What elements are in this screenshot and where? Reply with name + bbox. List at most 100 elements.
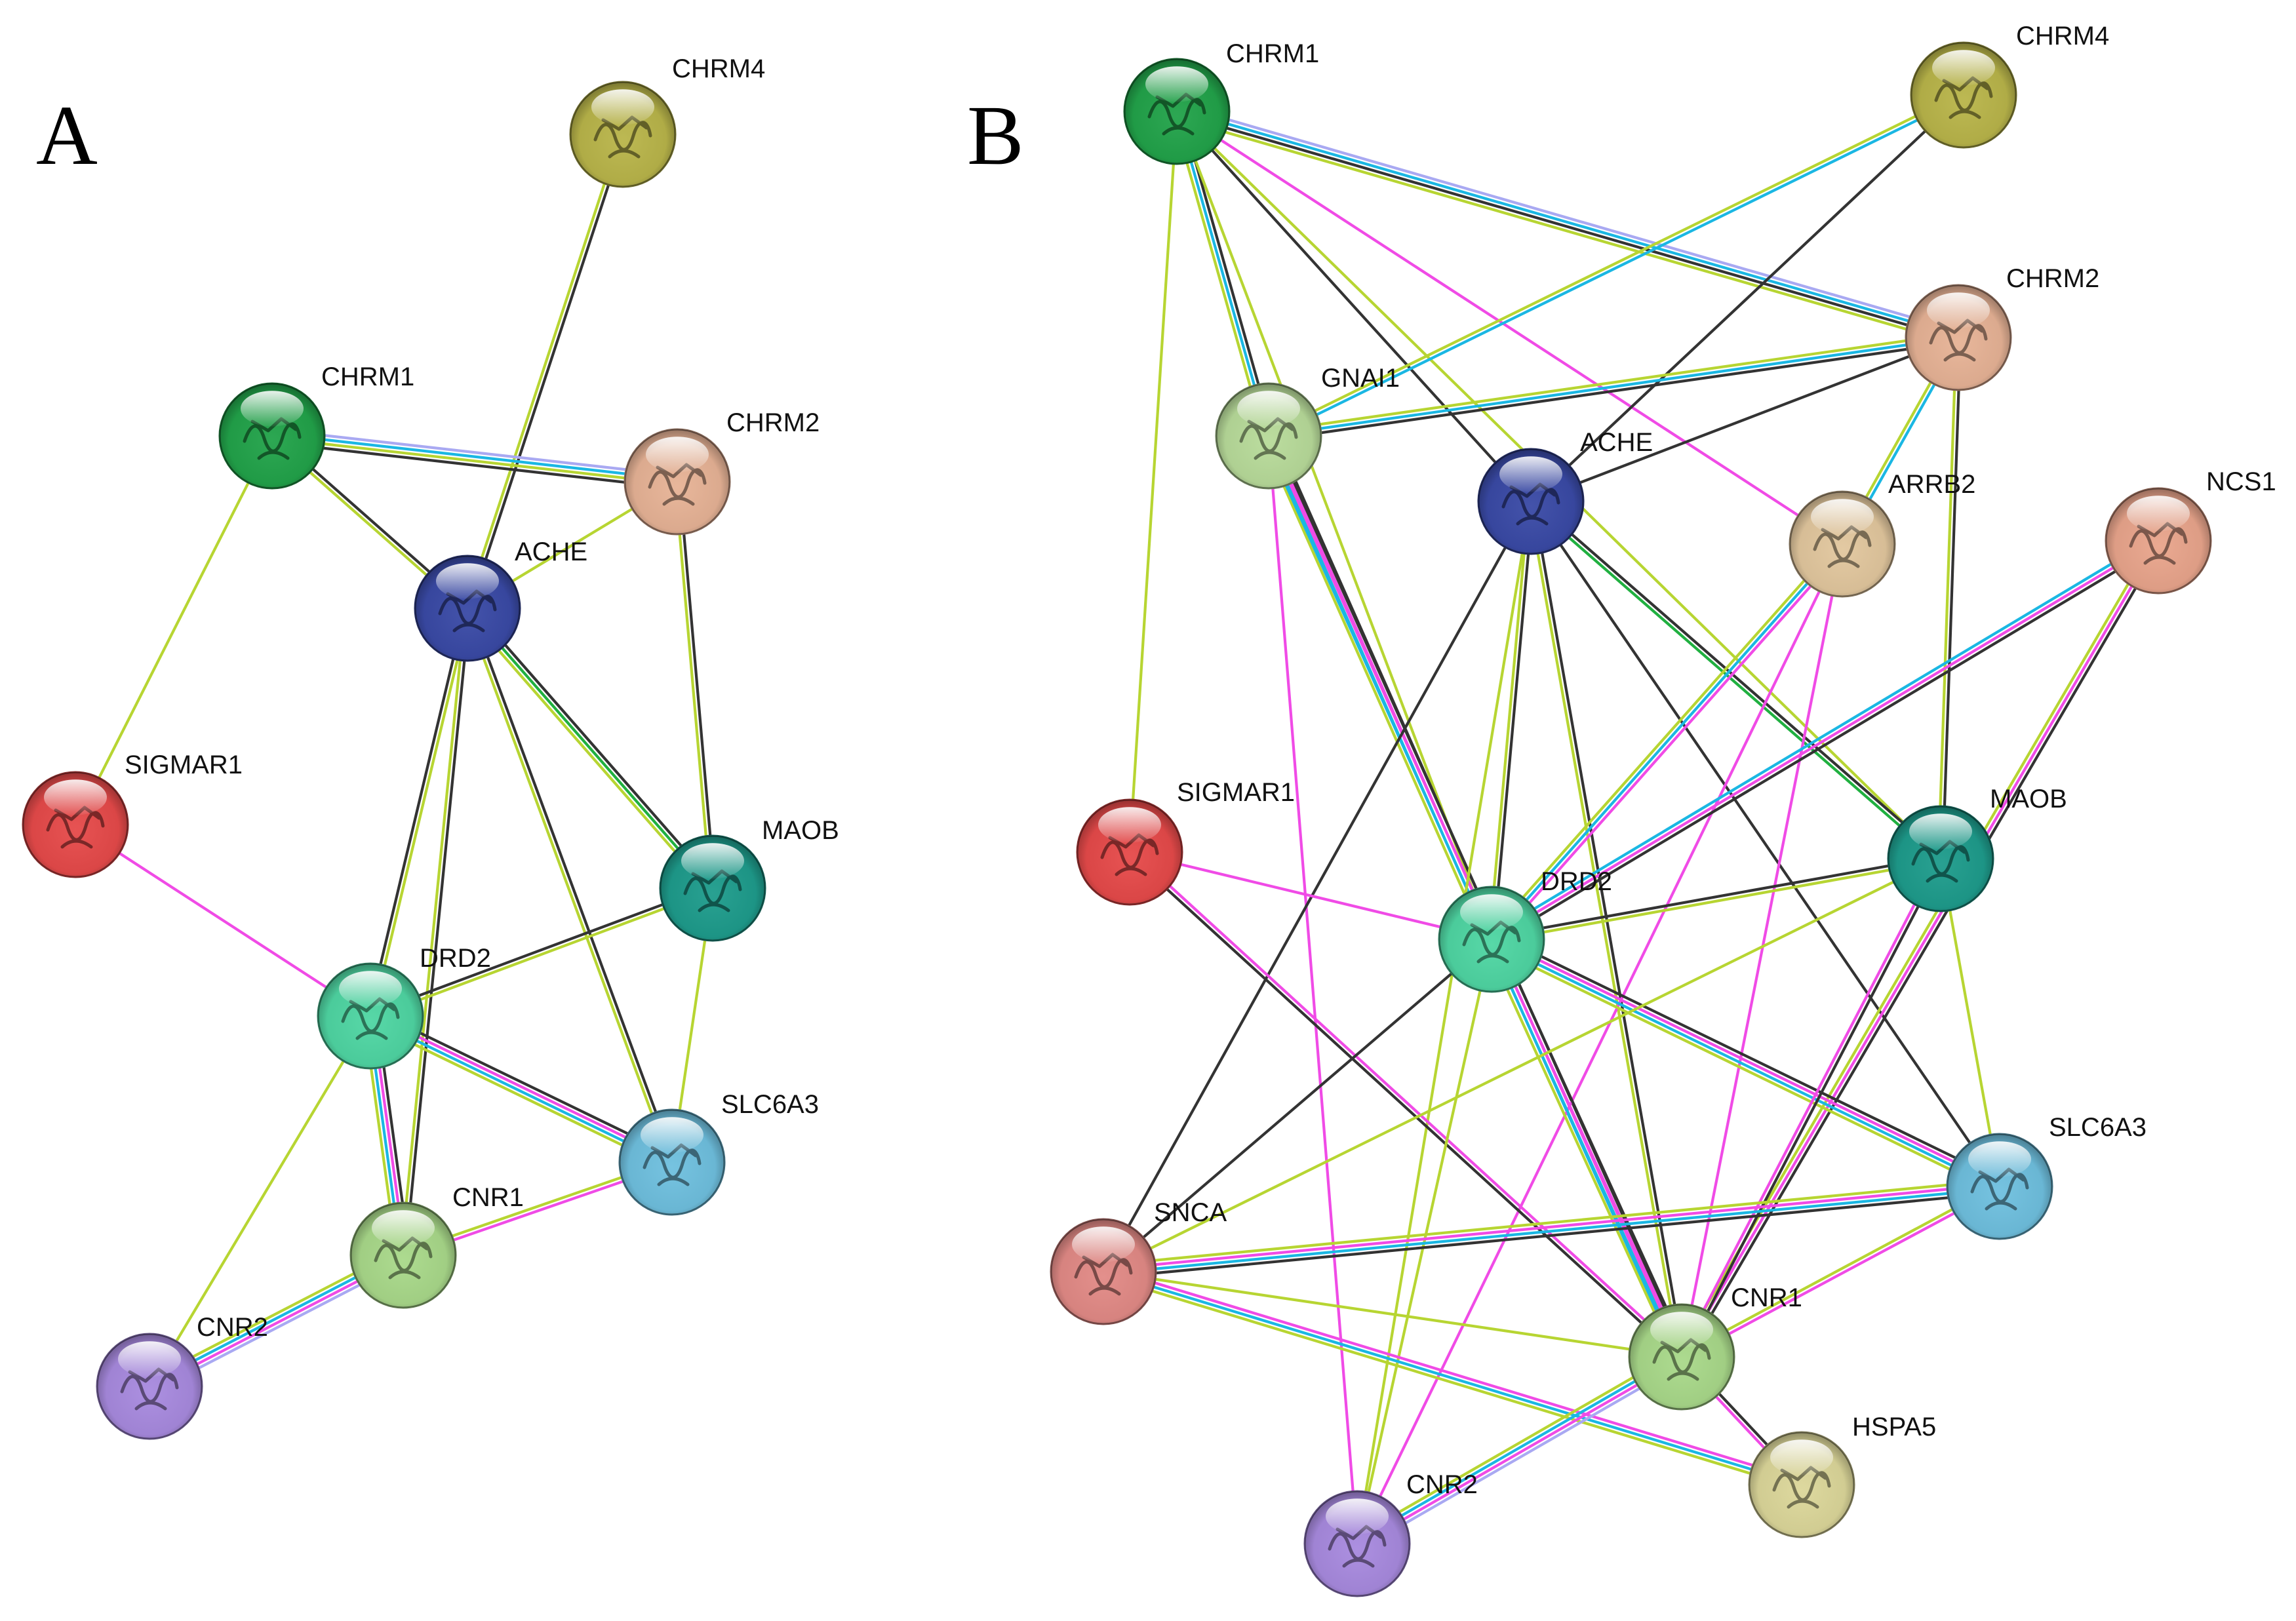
edge-evidence-black [1492, 501, 1535, 940]
node-sigmar1[interactable]: SIGMAR1 [22, 751, 243, 878]
edge-evidence-black [404, 608, 471, 1256]
edge-slc6a3-cnr1 [1680, 1183, 2002, 1360]
edge-chrm1-chrm2 [1174, 104, 1961, 345]
edge-maob-snca [1103, 857, 1941, 1273]
edge-evidence-magenta [370, 1013, 674, 1162]
node-drd2[interactable]: DRD2 [1438, 867, 1612, 993]
edge-arrb2-cnr2 [1356, 543, 1844, 1544]
edge-evidence-cyan [1490, 940, 2000, 1190]
edge-evidence-yellowgreen [1171, 112, 1266, 438]
edge-ache-snca [1102, 500, 1532, 1273]
node-highlight [372, 1210, 435, 1246]
edge-evidence-yellowgreen [1484, 941, 1678, 1360]
node-chrm2[interactable]: CHRM2 [623, 408, 820, 536]
node-hspa5[interactable]: HSPA5 [1748, 1413, 1936, 1538]
node-gnai1[interactable]: GNAI1 [1215, 364, 1400, 490]
edge-ache-drd2 [1488, 501, 1535, 940]
edge-evidence-yellowgreen [1103, 1270, 1682, 1359]
node-sigmar1[interactable]: SIGMAR1 [1076, 778, 1295, 906]
edge-drd2-slc6a3 [1488, 932, 2004, 1194]
panel-b-edges [1101, 92, 2164, 1551]
edge-evidence-yellowgreen [1488, 943, 1998, 1194]
edge-evidence-black [369, 884, 713, 1015]
edge-drd2-cnr2 [1355, 939, 1494, 1544]
node-slc6a3[interactable]: SLC6A3 [1946, 1113, 2147, 1240]
edge-evidence-magenta [1490, 539, 2160, 941]
edge-evidence-magenta [1129, 850, 1492, 941]
node-cnr2[interactable]: CNR2 [96, 1313, 268, 1440]
node-highlight [591, 89, 654, 125]
node-highlight [1811, 499, 1874, 535]
node-maob[interactable]: MAOB [659, 816, 839, 942]
edge-evidence-cyan [1355, 1354, 1682, 1544]
node-label: DRD2 [420, 944, 491, 973]
node-snca[interactable]: SNCA [1050, 1198, 1227, 1325]
edge-ncs1-cnr1 [1676, 537, 2164, 1360]
edge-chrm1-arrb2 [1176, 110, 1844, 545]
edge-evidence-black [1532, 501, 1686, 1357]
edge-evidence-magenta [1103, 1182, 2000, 1271]
node-label: CHRM4 [672, 54, 765, 83]
edge-evidence-magenta [1267, 435, 1359, 1544]
node-label: SNCA [1154, 1198, 1227, 1227]
edge-evidence-magenta [74, 823, 372, 1017]
edge-evidence-yellowgreen [1101, 1274, 1801, 1491]
edge-evidence-black [1495, 936, 1689, 1355]
edge-evidence-black [1493, 543, 2162, 945]
edge-evidence-yellowgreen [1176, 111, 1493, 940]
edge-evidence-black [1176, 110, 1532, 503]
node-highlight [1499, 456, 1562, 492]
edge-arrb2-cnr1 [1680, 543, 1844, 1357]
edge-ache-slc6a3 [1530, 500, 2001, 1188]
edge-chrm1-drd2 [1176, 111, 1493, 940]
node-slc6a3[interactable]: SLC6A3 [618, 1090, 819, 1216]
edge-evidence-magenta [1356, 543, 1844, 1544]
edge-evidence-black [271, 440, 677, 490]
edge-chrm1-sigmar1 [1128, 111, 1179, 853]
node-highlight [1098, 807, 1161, 843]
node-cnr2[interactable]: CNR2 [1303, 1470, 1478, 1597]
node-chrm2[interactable]: CHRM2 [1905, 264, 2099, 391]
edge-evidence-cyan [272, 432, 678, 481]
node-arrb2[interactable]: ARRB2 [1789, 470, 1975, 598]
node-ache[interactable]: ACHE [1477, 428, 1653, 555]
node-label: CHRM1 [1226, 39, 1319, 68]
node-highlight [1909, 813, 1972, 850]
node-label: SIGMAR1 [1177, 778, 1295, 807]
node-highlight [646, 437, 709, 473]
node-label: SLC6A3 [721, 1090, 819, 1119]
node-highlight [681, 843, 744, 879]
edge-chrm1-chrm2 [271, 428, 679, 490]
edge-evidence-magenta [1682, 1187, 2002, 1360]
node-highlight [118, 1341, 181, 1377]
edge-evidence-magenta [1130, 850, 1684, 1357]
node-drd2[interactable]: DRD2 [317, 944, 491, 1070]
node-ncs1[interactable]: NCS1 [2105, 467, 2276, 595]
edge-evidence-yellowgreen [1680, 1183, 2000, 1356]
node-label: ACHE [515, 537, 587, 566]
edge-evidence-lavender [1359, 1361, 1686, 1551]
edge-sigmar1-drd2 [74, 823, 372, 1017]
node-chrm1[interactable]: CHRM1 [218, 362, 414, 490]
node-chrm1[interactable]: CHRM1 [1123, 39, 1319, 165]
node-chrm4[interactable]: CHRM4 [569, 54, 765, 188]
node-cnr1[interactable]: CNR1 [1628, 1283, 1802, 1411]
edge-evidence-black [1176, 112, 1958, 342]
edge-evidence-yellowgreen [1355, 501, 1533, 1544]
edge-drd2-snca [1102, 938, 1493, 1273]
edge-evidence-yellowgreen [1487, 540, 1840, 938]
node-maob[interactable]: MAOB [1887, 785, 2067, 912]
edge-evidence-black [1684, 542, 2164, 1360]
edge-evidence-cyan [1268, 336, 1959, 438]
panel-b-label: B [967, 88, 1024, 183]
edge-ache-cnr1 [399, 608, 471, 1256]
node-ache[interactable]: ACHE [414, 537, 587, 662]
node-highlight [1932, 50, 1995, 86]
edge-evidence-black [366, 607, 467, 1016]
edge-evidence-yellowgreen [673, 482, 712, 889]
edge-evidence-yellowgreen [1492, 859, 1941, 943]
node-chrm4[interactable]: CHRM4 [1910, 22, 2109, 149]
node-cnr1[interactable]: CNR1 [349, 1183, 524, 1309]
edge-cnr1-cnr2 [1353, 1350, 1686, 1551]
